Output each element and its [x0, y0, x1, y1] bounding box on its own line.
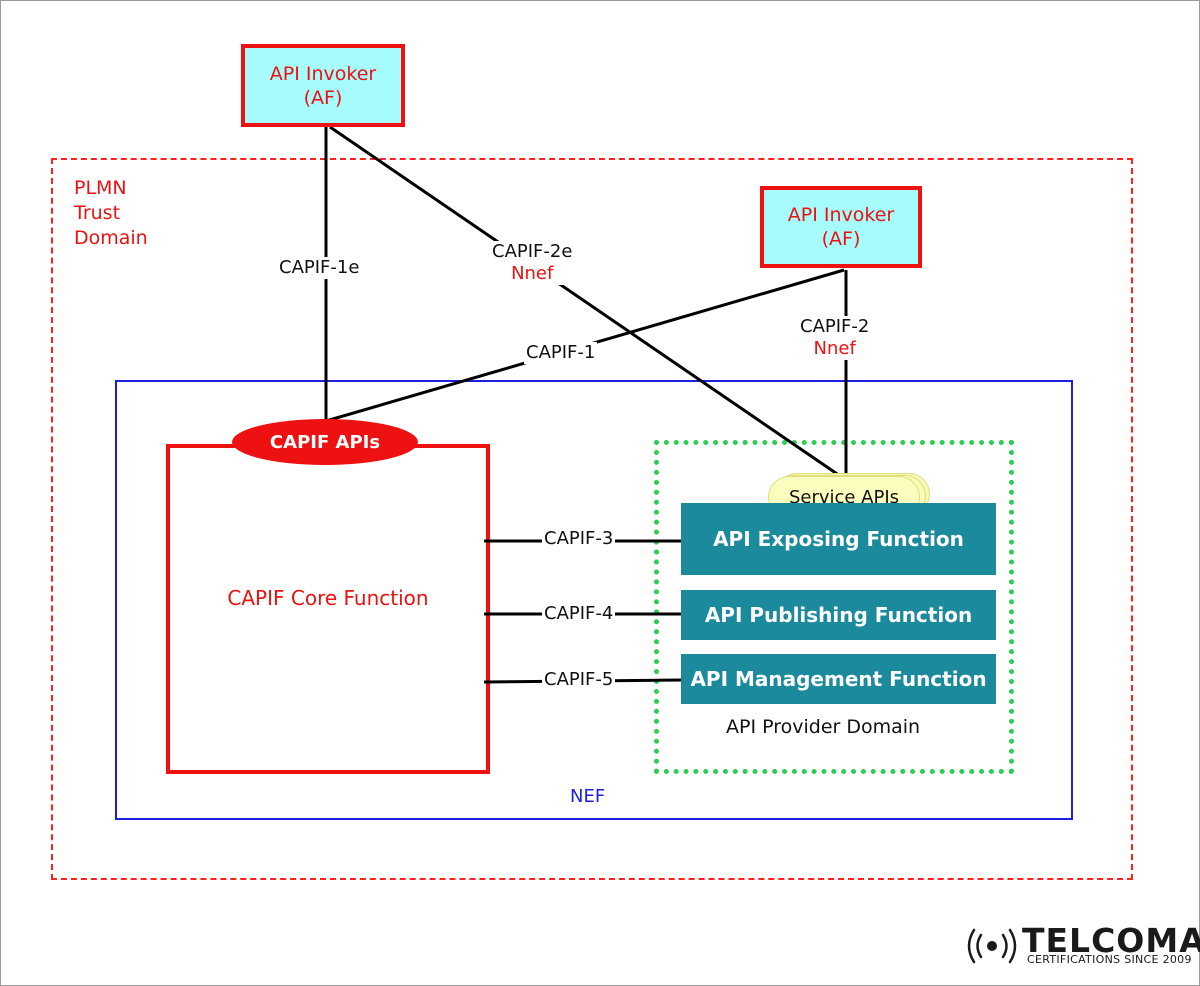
- api-invoker-right-line2: (AF): [821, 228, 861, 250]
- capif-2e-line: [329, 125, 847, 482]
- capif-2-label: CAPIF-2: [800, 316, 870, 337]
- nef-boundary: [115, 380, 1073, 820]
- telcoma-logo-tagline: CERTIFICATIONS SINCE 2009: [1027, 953, 1192, 966]
- telcoma-logo-name: TELCOMA: [1022, 921, 1200, 960]
- api-invoker-top-line1: API Invoker: [269, 62, 377, 85]
- capif-5-label: CAPIF-5: [542, 669, 616, 691]
- api-provider-domain-label: API Provider Domain: [726, 716, 921, 738]
- capif-1e-label: CAPIF-1e: [277, 257, 362, 279]
- plmn-trust-domain-label: PLMN Trust Domain: [74, 176, 148, 251]
- capif-1-label: CAPIF-1: [524, 342, 598, 364]
- capif-2e-label: CAPIF-2e: [492, 241, 573, 262]
- plmn-label-line2: Trust: [74, 202, 121, 224]
- capif-core-function-label: CAPIF Core Function: [227, 586, 429, 610]
- plmn-trust-domain-boundary: [51, 158, 1133, 880]
- api-provider-domain-boundary: [654, 440, 1014, 774]
- nef-label: NEF: [570, 786, 606, 807]
- api-invoker-top-line2: (AF): [303, 86, 343, 109]
- api-publishing-function-box: API Publishing Function: [681, 590, 996, 640]
- capif-2-nnef-label: Nnef: [813, 338, 856, 359]
- plmn-label-line3: Domain: [74, 227, 148, 249]
- capif-2e-nnef-label: Nnef: [511, 263, 554, 284]
- capif-apis-ellipse: CAPIF APIs: [232, 419, 418, 465]
- api-invoker-right-line1: API Invoker: [787, 204, 895, 226]
- capif-2e-label-group: CAPIF-2e Nnef: [490, 241, 575, 285]
- api-invoker-top: API Invoker (AF): [241, 44, 405, 127]
- signal-icon: [967, 928, 1017, 964]
- api-management-function-box: API Management Function: [681, 654, 996, 704]
- capif-3-label: CAPIF-3: [542, 528, 616, 550]
- plmn-label-line1: PLMN: [74, 177, 127, 199]
- capif-4-label: CAPIF-4: [542, 603, 616, 625]
- capif-2-label-group: CAPIF-2 Nnef: [798, 316, 872, 360]
- api-invoker-right: API Invoker (AF): [760, 186, 922, 268]
- api-exposing-function-box: API Exposing Function: [681, 503, 996, 575]
